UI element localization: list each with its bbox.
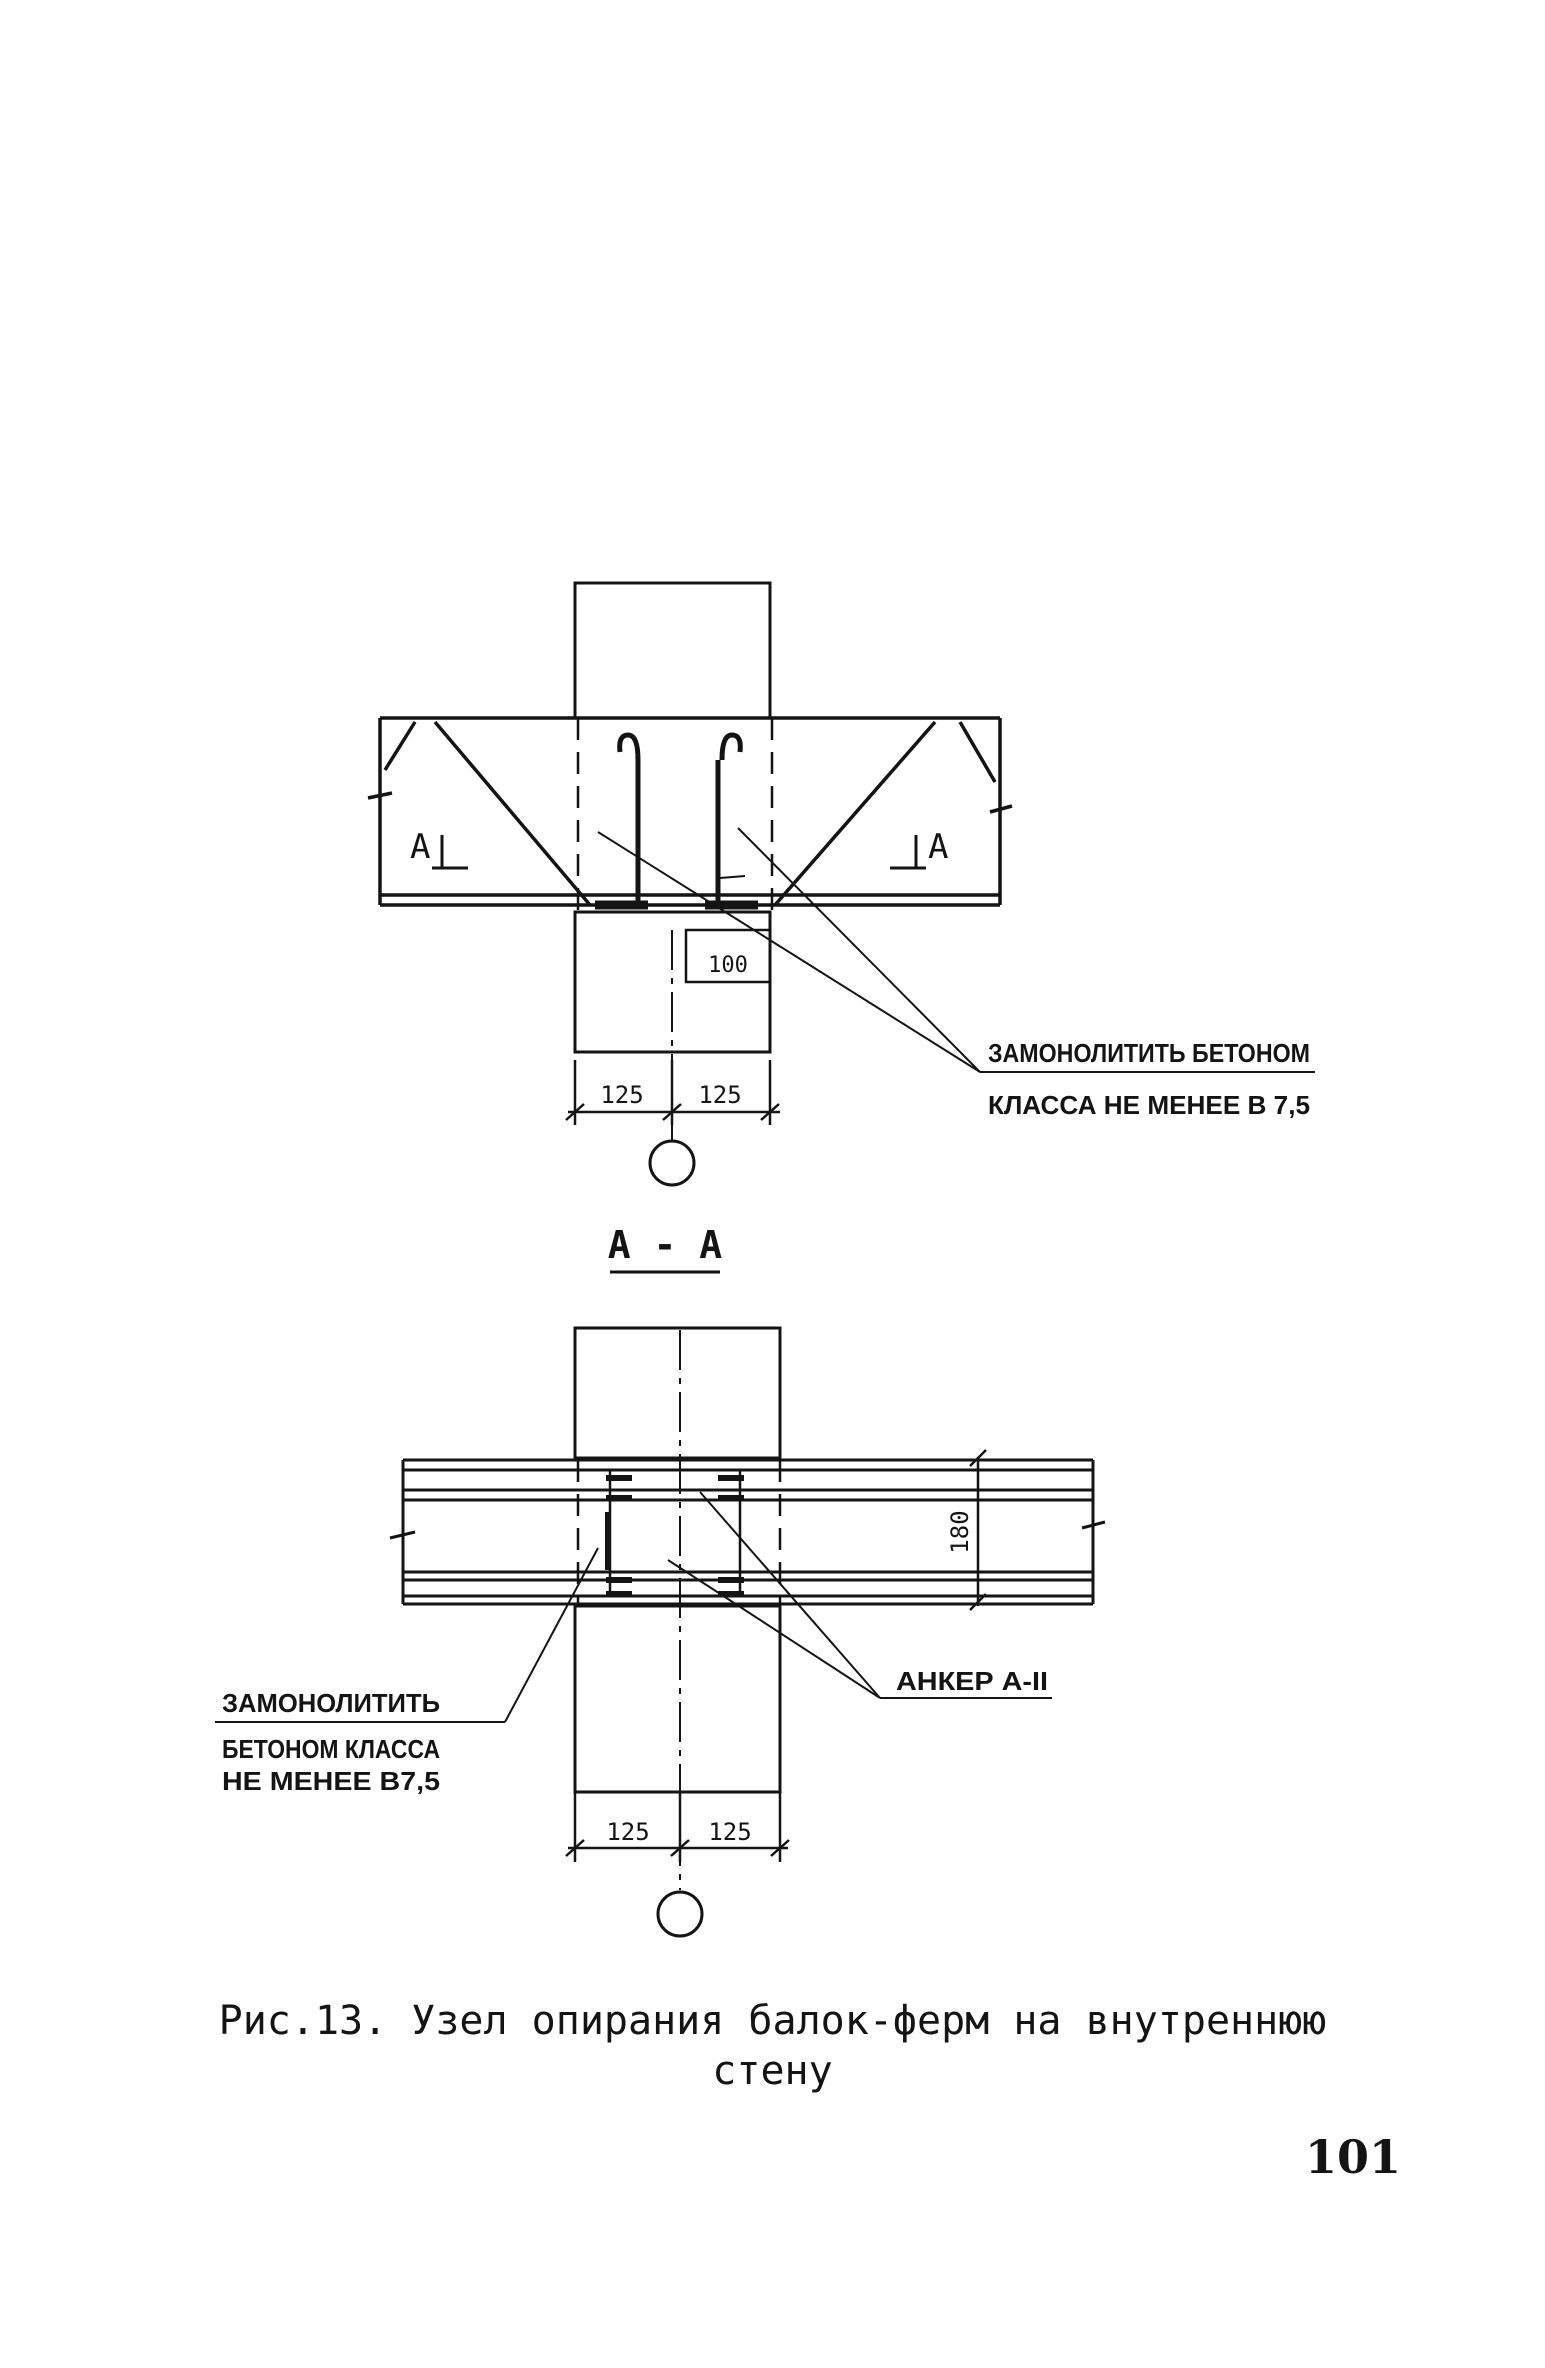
dim-left-section: 125 xyxy=(606,1818,649,1846)
dim-height-section xyxy=(969,1449,987,1611)
dim-support-text: 100 xyxy=(708,953,748,978)
section-wall-upper xyxy=(573,1326,782,1460)
beam-plan xyxy=(367,716,1013,907)
axis-bubble-section xyxy=(656,1890,704,1938)
section-mark-right xyxy=(890,835,926,870)
section-title: А - А xyxy=(608,1223,723,1267)
section-mark-left-text: А xyxy=(410,827,430,867)
note-section-line3: НЕ МЕНЕЕ В7,5 xyxy=(222,1766,440,1796)
section-slab xyxy=(389,1458,1106,1606)
dim-right-plan: 125 xyxy=(698,1081,741,1109)
figure-caption-line1: Рис.13. Узел опирания балок-ферм на внут… xyxy=(218,1998,1327,2044)
note-section-line2: БЕТОНОМ КЛАССА xyxy=(222,1734,440,1764)
rebar-hooks xyxy=(595,732,758,910)
wall-upper-hatched xyxy=(573,581,772,720)
section-anchors xyxy=(605,1475,744,1597)
note-section-line1: ЗАМОНОЛИТИТЬ xyxy=(222,1688,440,1718)
plan-view: 100 А А 125 125 xyxy=(367,581,1315,1187)
note-plan-line2: КЛАССА НЕ МЕНЕЕ В 7,5 xyxy=(988,1090,1310,1120)
support-pad xyxy=(684,928,772,984)
dim-right-section: 125 xyxy=(708,1818,751,1846)
section-view: А - А xyxy=(215,1223,1106,1938)
anchor-leaders xyxy=(667,1491,1052,1699)
dim-left-plan: 125 xyxy=(600,1081,643,1109)
anchor-label: АНКЕР А-II xyxy=(896,1666,1048,1696)
dim-height-text: 180 xyxy=(946,1510,974,1553)
infill-note-leader xyxy=(215,1547,599,1723)
figure-caption-line2: стену xyxy=(712,2048,833,2094)
section-infill xyxy=(608,1468,742,1598)
axis-bubble-plan xyxy=(648,1139,696,1187)
note-plan-line1: ЗАМОНОЛИТИТЬ БЕТОНОМ xyxy=(988,1038,1310,1068)
page-number: 101 xyxy=(1305,2130,1402,2184)
section-mark-right-text: А xyxy=(928,827,948,867)
note-leaders-plan xyxy=(597,827,1315,1073)
section-dashed-lines xyxy=(576,1460,782,1604)
dim-line-plan xyxy=(565,1060,780,1125)
section-wall-lower xyxy=(573,1604,782,1794)
section-mark-left xyxy=(432,835,468,870)
dim-line-section xyxy=(565,1792,790,1862)
